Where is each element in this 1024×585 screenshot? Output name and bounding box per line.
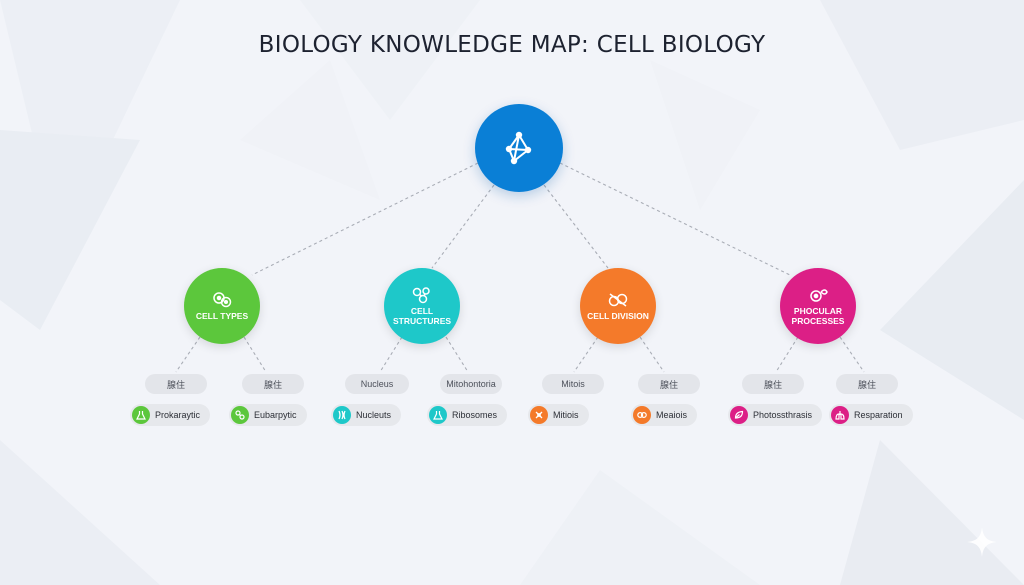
connector-root-processes [559, 162, 791, 276]
category-label: CELL STRUCTURES [392, 306, 452, 326]
dividing-cell-icon [608, 293, 628, 307]
leaf-label: Nucleuts [356, 410, 392, 420]
leaf-item[interactable]: Nucleuts [331, 404, 402, 426]
subtopic-pill[interactable]: 腺住 [638, 374, 700, 394]
connector-cat4-sub2 [839, 336, 865, 373]
leaf-item[interactable]: Prokaraytic [130, 404, 211, 426]
category-label: PHOCULAR PROCESSES [791, 306, 845, 326]
connector-cat2-sub1 [379, 336, 403, 373]
leaf-item[interactable]: Eubarpytic [229, 404, 307, 426]
connector-root-cell-structures [431, 184, 495, 269]
category-cell-structures[interactable]: CELL STRUCTURES [384, 268, 460, 344]
leaf-label: Ribosomes [452, 410, 498, 420]
molecule-icon [231, 406, 249, 424]
connector-cat3-sub1 [573, 336, 599, 373]
leaf-item[interactable]: Resparation [829, 404, 913, 426]
cells-icon [213, 292, 232, 308]
network-molecule-icon [505, 131, 532, 165]
subtopic-pill[interactable]: Mitois [542, 374, 604, 394]
subtopic-pill[interactable]: 腺住 [742, 374, 804, 394]
root-node[interactable] [475, 104, 563, 192]
subtopic-pill[interactable]: 腺住 [242, 374, 304, 394]
leaf-item[interactable]: Meaiois [631, 404, 698, 426]
leaf-label: Resparation [854, 410, 903, 420]
category-cell-types[interactable]: CELL TYPES [184, 268, 260, 344]
leaf-item[interactable]: Ribosomes [427, 404, 508, 426]
category-processes[interactable]: PHOCULAR PROCESSES [780, 268, 856, 344]
connector-cat2-sub2 [445, 336, 469, 373]
organelles-icon [412, 287, 430, 304]
split-cell-icon [633, 406, 651, 424]
category-cell-division[interactable]: CELL DIVISION [580, 268, 656, 344]
leaf-label: Mitiois [553, 410, 579, 420]
leaf-cycle-icon [730, 406, 748, 424]
category-label: CELL TYPES [195, 311, 249, 321]
sparkle-icon [967, 527, 997, 557]
subtopic-pill[interactable]: Nucleus [345, 374, 409, 394]
leaf-item[interactable]: Mitiois [528, 404, 589, 426]
leaf-item[interactable]: Photossthrasis [728, 404, 823, 426]
subtopic-pill[interactable]: 腺住 [836, 374, 898, 394]
lungs-icon [831, 406, 849, 424]
process-icon [810, 289, 828, 302]
connector-cat1-sub2 [243, 336, 267, 373]
leaf-label: Prokaraytic [155, 410, 201, 420]
page-title: BIOLOGY KNOWLEDGE MAP: CELL BIOLOGY [258, 32, 766, 58]
flask-icon [132, 406, 150, 424]
connector-root-cell-types [251, 162, 479, 276]
category-label: CELL DIVISION [587, 311, 649, 321]
subtopic-pill[interactable]: Mitohontoria [440, 374, 502, 394]
connector-cat1-sub1 [175, 336, 201, 373]
connector-cat3-sub2 [639, 336, 665, 373]
chromosome-icon [530, 406, 548, 424]
connector-cat4-sub1 [775, 336, 799, 373]
leaf-label: Eubarpytic [254, 410, 297, 420]
leaf-label: Meaiois [656, 410, 688, 420]
connector-root-cell-division [543, 184, 609, 269]
leaf-label: Photossthrasis [753, 410, 813, 420]
flask-icon [429, 406, 447, 424]
chromosome-icon [333, 406, 351, 424]
subtopic-pill[interactable]: 腺住 [145, 374, 207, 394]
